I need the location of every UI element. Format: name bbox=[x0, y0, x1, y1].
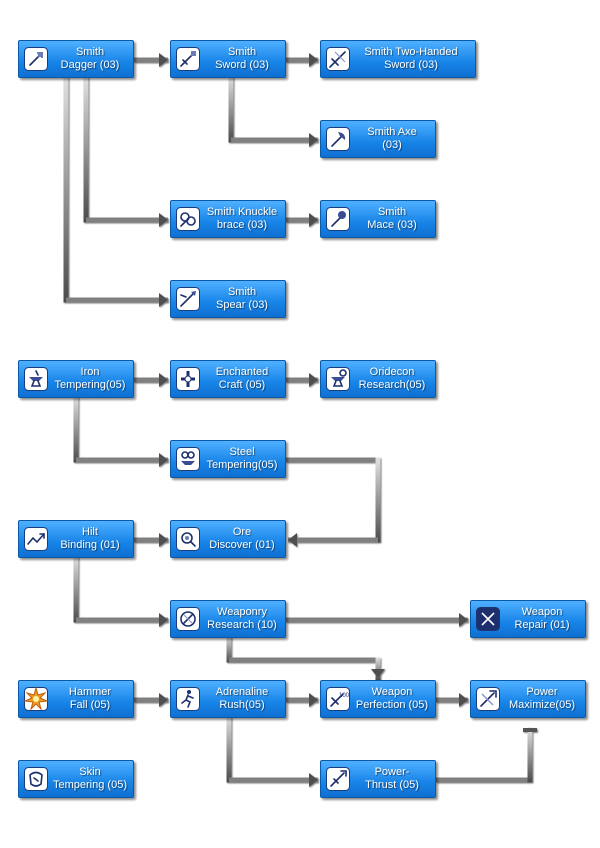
skill-node-smith-dagger[interactable]: Smith Dagger (03) bbox=[18, 40, 134, 78]
hammer-burst-icon bbox=[24, 687, 48, 711]
skill-node-smith-sword[interactable]: Smith Sword (03) bbox=[170, 40, 286, 78]
connector-weaponry-research-to-weapon-repair bbox=[286, 613, 468, 627]
axe-icon bbox=[326, 127, 350, 151]
skill-label: Smith Two-Handed Sword (03) bbox=[364, 46, 458, 71]
spear-icon bbox=[176, 287, 200, 311]
skill-node-smith-axe[interactable]: Smith Axe (03) bbox=[320, 120, 436, 158]
thrust-icon bbox=[326, 767, 350, 791]
connector-smith-sword-to-smith-two-handed-sword bbox=[286, 53, 318, 67]
sword-icon bbox=[176, 47, 200, 71]
skill-node-oridecon-research[interactable]: Oridecon Research(05) bbox=[320, 360, 436, 398]
skill-node-power-maximize[interactable]: Power Maximize(05) bbox=[470, 680, 586, 718]
skill-label: Weapon Perfection (05) bbox=[355, 686, 429, 711]
skill-node-steel-tempering[interactable]: Steel Tempering(05) bbox=[170, 440, 286, 478]
connector-smith-dagger-to-smith-sword bbox=[134, 53, 168, 67]
power-icon bbox=[476, 687, 500, 711]
skin-icon bbox=[24, 767, 48, 791]
skill-node-weapon-perfection[interactable]: 100 Weapon Perfection (05) bbox=[320, 680, 436, 718]
anvil-icon bbox=[24, 367, 48, 391]
repair-icon bbox=[476, 607, 500, 631]
weaponry-icon bbox=[176, 607, 200, 631]
connector-smith-dagger-to-smith-knucklebrace bbox=[83, 75, 168, 227]
skill-label: Weaponry Research (10) bbox=[207, 606, 277, 631]
connector-enchanted-craft-to-oridecon-research bbox=[286, 373, 318, 387]
runner-icon bbox=[176, 687, 200, 711]
skill-label: Smith Spear (03) bbox=[216, 286, 268, 311]
hilt-icon bbox=[24, 527, 48, 551]
skill-node-adrenaline-rush[interactable]: Adrenaline Rush(05) bbox=[170, 680, 286, 718]
skill-label: Skin Tempering (05) bbox=[53, 766, 127, 791]
skill-label: Steel Tempering(05) bbox=[206, 446, 278, 471]
skill-node-enchanted-craft[interactable]: Enchanted Craft (05) bbox=[170, 360, 286, 398]
skill-label: Smith Knuckle brace (03) bbox=[206, 206, 278, 231]
oridecon-icon bbox=[326, 367, 350, 391]
connector-smith-knucklebrace-to-smith-mace bbox=[286, 213, 318, 227]
magnifier-icon bbox=[176, 527, 200, 551]
skill-label: Hammer Fall (05) bbox=[68, 686, 112, 711]
skill-label: Smith Axe (03) bbox=[367, 126, 417, 151]
connector-adrenaline-rush-to-weapon-perfection bbox=[286, 693, 318, 707]
connector-power-thrust-to-power-maximize bbox=[436, 727, 537, 783]
connector-weaponry-research-to-weapon-perfection bbox=[226, 635, 385, 681]
skill-label: Weapon Repair (01) bbox=[514, 606, 570, 631]
connector-hilt-binding-to-ore-discover bbox=[134, 533, 168, 547]
skill-node-smith-knucklebrace[interactable]: Smith Knuckle brace (03) bbox=[170, 200, 286, 238]
dagger-icon bbox=[24, 47, 48, 71]
svg-text:100: 100 bbox=[339, 693, 350, 699]
skill-node-smith-mace[interactable]: Smith Mace (03) bbox=[320, 200, 436, 238]
skill-label: Smith Dagger (03) bbox=[60, 46, 120, 71]
skill-node-weapon-repair[interactable]: Weapon Repair (01) bbox=[470, 600, 586, 638]
skill-label: Hilt Binding (01) bbox=[60, 526, 120, 551]
connector-steel-tempering-to-ore-discover bbox=[286, 457, 381, 547]
skill-node-ore-discover[interactable]: Ore Discover (01) bbox=[170, 520, 286, 558]
steel-icon bbox=[176, 447, 200, 471]
skill-label: Ore Discover (01) bbox=[209, 526, 275, 551]
skill-label: Smith Mace (03) bbox=[367, 206, 417, 231]
skill-node-hilt-binding[interactable]: Hilt Binding (01) bbox=[18, 520, 134, 558]
cross-icon bbox=[176, 367, 200, 391]
two-handed-sword-icon bbox=[326, 47, 350, 71]
connector-iron-tempering-to-steel-tempering bbox=[73, 395, 168, 467]
skill-node-smith-two-handed-sword[interactable]: Smith Two-Handed Sword (03) bbox=[320, 40, 476, 78]
connector-iron-tempering-to-enchanted-craft bbox=[134, 373, 168, 387]
skill-label: Adrenaline Rush(05) bbox=[215, 686, 269, 711]
connector-smith-sword-to-smith-axe bbox=[228, 75, 318, 147]
skill-node-smith-spear[interactable]: Smith Spear (03) bbox=[170, 280, 286, 318]
skill-node-skin-tempering[interactable]: Skin Tempering (05) bbox=[18, 760, 134, 798]
skill-node-weaponry-research[interactable]: Weaponry Research (10) bbox=[170, 600, 286, 638]
skill-label: Power- Thrust (05) bbox=[365, 766, 419, 791]
connector-hilt-binding-to-weaponry-research bbox=[73, 555, 168, 627]
connector-weapon-perfection-to-power-maximize bbox=[436, 693, 468, 707]
skill-label: Iron Tempering(05) bbox=[54, 366, 126, 391]
perfection-icon: 100 bbox=[326, 687, 350, 711]
skill-label: Enchanted Craft (05) bbox=[215, 366, 269, 391]
skill-label: Power Maximize(05) bbox=[508, 686, 575, 711]
knuckle-icon bbox=[176, 207, 200, 231]
skill-node-iron-tempering[interactable]: Iron Tempering(05) bbox=[18, 360, 134, 398]
connector-smith-dagger-to-smith-spear bbox=[63, 75, 168, 307]
skill-label: Oridecon Research(05) bbox=[358, 366, 426, 391]
connector-adrenaline-rush-to-power-thrust bbox=[226, 715, 318, 787]
skill-label: Smith Sword (03) bbox=[215, 46, 269, 71]
connector-hammer-fall-to-adrenaline-rush bbox=[134, 693, 168, 707]
mace-icon bbox=[326, 207, 350, 231]
skill-node-power-thrust[interactable]: Power- Thrust (05) bbox=[320, 760, 436, 798]
skill-node-hammer-fall[interactable]: Hammer Fall (05) bbox=[18, 680, 134, 718]
